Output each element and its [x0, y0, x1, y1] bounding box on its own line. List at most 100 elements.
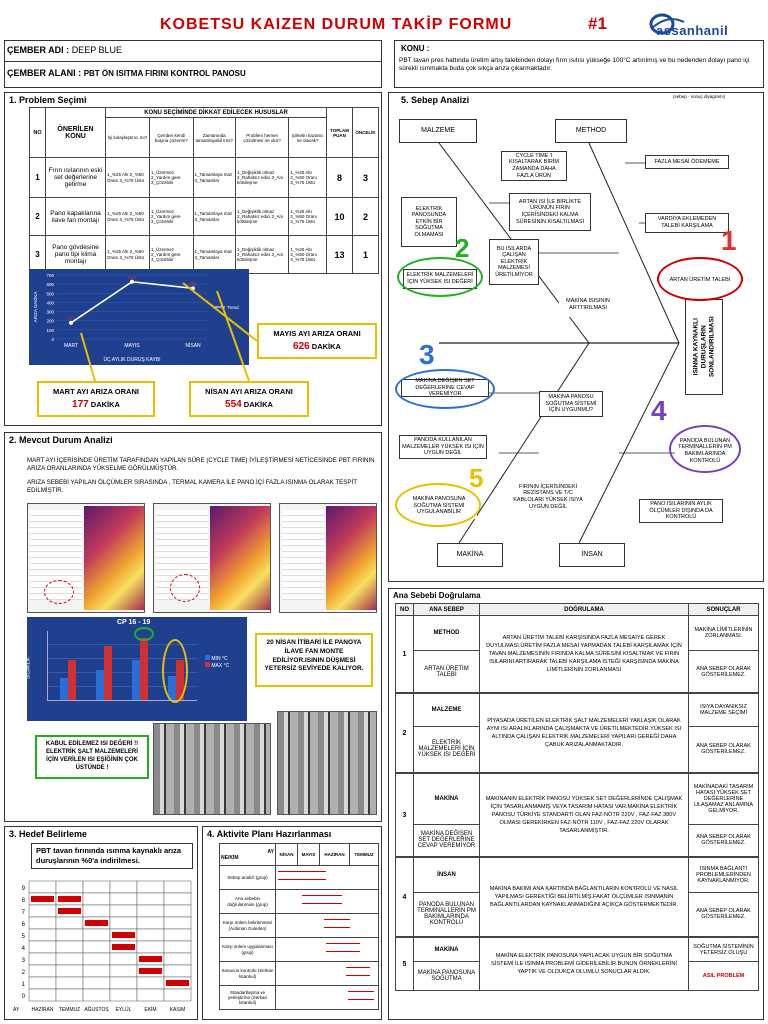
month-label: TEMMUZ: [59, 1007, 80, 1013]
priority-number-1: 1: [721, 225, 737, 256]
team-name-label: ÇEMBER ADI :: [7, 45, 70, 55]
level-label: 8: [22, 898, 26, 904]
grid-cell: [82, 928, 111, 942]
grid-cell: [82, 988, 111, 1002]
grid-cell: [28, 964, 57, 978]
grid-cell: [163, 880, 192, 894]
cause-box: MAKİNA ISISININ ARTTIRILMASI: [559, 293, 617, 317]
team-area-label: ÇEMBER ALANI :: [7, 68, 82, 78]
y-tick-label: 600: [46, 282, 54, 287]
target-step-bar: [31, 896, 54, 902]
grid-cell: [28, 916, 57, 930]
grid-cell: [28, 940, 57, 954]
plan-row: Standartlaşma ve yerleştirme (Serkan İst…: [219, 985, 379, 1010]
thermal-image: [326, 506, 376, 610]
current-state-title: 2. Mevcut Durum Analizi: [9, 435, 113, 445]
table-row: 3 Pano gövdesine pano tipi klima montajı…: [29, 235, 379, 274]
plan-row: Ana sebebin doğrulanması (grup): [219, 889, 379, 914]
grid-cell: [28, 880, 57, 894]
cause-box: PANODA KULLANILAN MALZEMELER YÜKSEK ISI …: [399, 435, 487, 459]
highlight-ellipse-green: [397, 257, 483, 297]
category-makina: MAKİNA: [437, 543, 503, 567]
cause-box: MAKİNA PANOSU SOĞUTMA SİSTEMİ İÇİN UYGUN…: [539, 391, 603, 417]
panel-photo-2: [277, 711, 377, 815]
cause-box: ARTAN ISI İLE BİRLİKTE ÜRÜNÜN FIRIN İÇER…: [509, 193, 591, 231]
logo-swoosh-icon: [649, 13, 685, 35]
goal-text: PBT tavan fırınında ısınma kaynaklı arız…: [31, 843, 193, 869]
bar-chart-title: CP 16 - 19: [117, 619, 151, 626]
level-label: 9: [22, 886, 26, 892]
highlight-ellipse-yellow: [395, 483, 481, 527]
priority-number-2: 2: [455, 233, 470, 263]
category-method: METHOD: [555, 119, 627, 143]
bar: [68, 660, 76, 700]
thermal-image: [84, 506, 144, 610]
plan-bar: [346, 967, 370, 968]
level-label: 4: [22, 946, 26, 952]
priority-number-4: 4: [651, 395, 667, 426]
cause-box: CYCLE TIME 'I KISALTARAK BİRİM ZAMANDA D…: [501, 151, 567, 181]
axis-unit-label: AY: [13, 1007, 20, 1013]
y-tick-label: 500: [46, 291, 54, 296]
grid-cell: [82, 880, 111, 894]
current-state-para2: ARIZA SEBEBİ YAPILAN ÖLÇÜMLER SIRASINDA …: [27, 479, 357, 495]
grid-cell: [55, 952, 84, 966]
target-step-bar: [85, 920, 108, 926]
grid-cell: [163, 964, 192, 978]
grid-cell: [82, 940, 111, 954]
may-value: 626: [293, 341, 310, 352]
x-tick-label: MAYIS: [124, 343, 140, 349]
table-row: 2 Pano kapaklarına ilave fan montajı 1_%…: [29, 197, 379, 236]
root-cause-row: 5 MAKİNA MAKİNA ELEKTRİK PANOSUNA YAPILA…: [395, 936, 759, 991]
page-title: KOBETSU KAIZEN DURUM TAKİP FORMU: [160, 16, 513, 33]
cause-analysis-panel: 5. Sebep Analizi (sebep - sonuç diyagram…: [388, 92, 764, 582]
grid-cell: [109, 988, 138, 1002]
fan-installation-callout: 20 NİSAN İTİBARİ İLE PANOYA İLAVE FAN MO…: [255, 633, 373, 687]
grid-cell: [55, 976, 84, 990]
grid-cell: [109, 916, 138, 930]
thermal-report-3: [279, 503, 377, 613]
grid-cell: [136, 940, 165, 954]
criterion-2: Çember kendi başına çözermi?: [149, 117, 194, 158]
current-state-para1: MART AYI İÇERİSİNDE ÜRETİM TARAFINDAN YA…: [27, 457, 375, 473]
data-label: 626: [128, 275, 136, 280]
level-label: 0: [22, 994, 26, 1000]
month-label: AĞUSTOS: [84, 1006, 109, 1013]
april-value: 554: [225, 399, 242, 410]
level-label: 3: [22, 958, 26, 964]
team-area-value: PBT ÖN ISITMA FIRINI KONTROL PANOSU: [83, 69, 246, 78]
plan-row: Karşı önlem belirlenmesi (Ardiman Gulede…: [219, 913, 379, 938]
bar-chart-legend: MIN °C MAX °C: [205, 655, 229, 669]
plan-bar: [302, 895, 342, 896]
root-cause-table: NO ANA SEBEP DOĞRULAMA SONUÇLAR: [395, 603, 759, 616]
grid-cell: [82, 976, 111, 990]
criterion-4: Problem hemen çözülmesi ne olur?: [234, 117, 290, 158]
highlight-ellipse-blue: [395, 369, 495, 409]
category-malzeme: MALZEME: [399, 119, 477, 143]
target-step-bar: [139, 956, 162, 962]
month-label: KASIM: [170, 1007, 186, 1013]
target-step-bar: [58, 896, 81, 902]
criterion-3: Zamanında tamamlayabil irmi?: [192, 117, 236, 158]
data-point: [130, 279, 134, 284]
grid-cell: [82, 892, 111, 906]
bar: [140, 638, 148, 700]
grid-cell: [136, 916, 165, 930]
y-tick-label: 0: [51, 337, 54, 342]
x-axis-label: ÜÇ AYLIK DURUŞ KAYBI: [103, 356, 160, 363]
grid-cell: [28, 952, 57, 966]
grid-cell: [28, 988, 57, 1002]
level-label: 7: [22, 910, 26, 916]
heat-limit-callout: KABUL EDİLEMEZ ISI DEĞERİ !! ELEKTRİK ŞA…: [35, 735, 149, 779]
criterion-5: Şirketin kazancı ne olacak?: [288, 117, 327, 158]
logo-text: assanhanil: [656, 23, 729, 38]
grid-cell: [109, 892, 138, 906]
plan-corner: AY NE/KİM: [219, 843, 276, 866]
team-name-value: DEEP BLUE: [71, 45, 123, 55]
category-insan: İNSAN: [559, 543, 625, 567]
diagram-note: (sebep - sonuç diyagramı): [673, 94, 726, 99]
bar: [132, 660, 140, 700]
grid-cell: [136, 880, 165, 894]
x-tick-label: MART: [64, 343, 78, 349]
